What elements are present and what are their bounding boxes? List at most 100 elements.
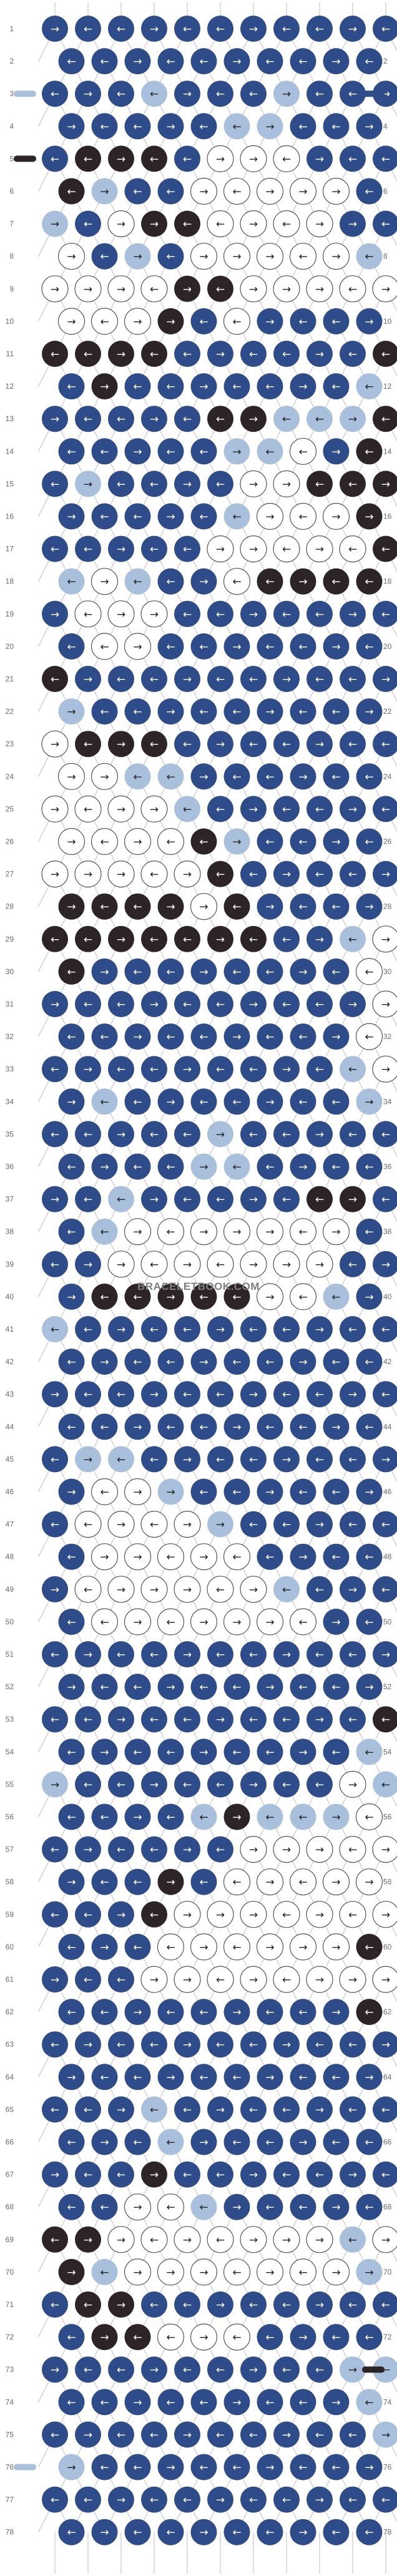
knot: ← [75,210,101,237]
arrow-right-icon: → [117,869,125,881]
row-number: 38 [383,1227,392,1236]
knot: → [190,1739,217,1765]
arrow-left-icon: ← [365,1812,373,1824]
arrow-right-icon: → [199,381,208,393]
knot: ← [75,1186,101,1212]
arrow-left-icon: ← [117,1778,125,1791]
knot: ← [108,1641,134,1667]
arrow-left-icon: ← [133,2462,142,2474]
knot: ← [207,2356,233,2383]
arrow-right-icon: → [365,511,373,524]
knot: ← [373,2356,397,2383]
arrow-left-icon: ← [133,1681,142,1694]
knot: ← [91,1413,118,1440]
arrow-right-icon: → [100,381,109,393]
knot: → [340,600,366,627]
knot: → [174,1511,201,1538]
arrow-left-icon: ← [133,576,142,588]
knot: ← [373,16,397,42]
arrow-left-icon: ← [67,56,76,68]
knot: ← [124,698,151,725]
arrow-right-icon: → [282,1453,291,1466]
arrow-left-icon: ← [348,738,357,751]
arrow-left-icon: ← [249,348,258,361]
arrow-left-icon: ← [298,316,307,328]
arrow-left-icon: ← [100,1421,109,1433]
arrow-right-icon: → [331,1031,340,1043]
knot: → [75,1056,101,1083]
arrow-left-icon: ← [298,836,307,849]
knot: → [75,1641,101,1667]
knot: ← [356,373,383,400]
arrow-left-icon: ← [348,348,357,361]
arrow-left-icon: ← [150,544,159,556]
knot: ← [223,1478,250,1505]
knot: ← [157,178,184,205]
arrow-right-icon: → [249,2169,258,2182]
knot: ← [356,48,383,75]
knot: ← [290,2064,316,2091]
arrow-left-icon: ← [365,1941,373,1954]
row-number: 44 [383,1422,392,1431]
knot: → [174,666,200,692]
knot: ← [58,48,85,75]
arrow-right-icon: → [150,218,159,231]
knot: ← [75,1966,101,1993]
arrow-left-icon: ← [183,23,192,36]
row-number: 37 [6,1195,14,1204]
arrow-right-icon: → [117,218,125,231]
knot: ← [356,1413,383,1440]
knot: ← [340,925,366,952]
knot: ← [240,1641,267,1667]
knot: ← [42,2096,68,2123]
knot: → [240,991,267,1017]
arrow-right-icon: → [315,2234,324,2247]
arrow-left-icon: ← [348,1259,357,1271]
knot: ← [290,48,316,75]
arrow-left-icon: ← [232,316,241,328]
arrow-left-icon: ← [67,1226,76,1239]
row-number: 31 [6,1000,14,1008]
arrow-right-icon: → [117,2299,125,2311]
row-number: 30 [6,967,14,976]
arrow-left-icon: ← [183,544,192,556]
arrow-left-icon: ← [133,2331,142,2344]
arrow-right-icon: → [84,1063,92,1076]
knot: → [257,2064,283,2091]
knot: ← [356,1608,383,1635]
arrow-left-icon: ← [166,641,175,653]
knot: → [124,1999,151,2026]
knot: ← [356,828,383,855]
knot: → [373,80,397,107]
knot: → [174,860,201,888]
knot: ← [141,1056,167,1083]
row-number: 58 [383,1878,392,1886]
arrow-left-icon: ← [150,478,159,490]
arrow-right-icon: → [232,836,241,849]
knot: → [356,2454,383,2481]
arrow-right-icon: → [67,1291,76,1304]
arrow-left-icon: ← [282,2364,291,2376]
knot: → [240,1836,267,1863]
knot: ← [190,1413,217,1440]
arrow-left-icon: ← [133,966,142,978]
knot: ← [223,1283,250,1310]
arrow-left-icon: ← [348,88,357,100]
knot: → [273,275,300,303]
knot: ← [207,991,233,1017]
knot: → [290,373,316,400]
arrow-right-icon: → [282,2429,291,2441]
arrow-right-icon: → [282,88,291,100]
knot: → [107,795,135,823]
arrow-left-icon: ← [331,1486,340,1499]
knot: ← [257,373,283,400]
arrow-right-icon: → [133,1226,142,1239]
knot: → [108,1901,134,1928]
knot: → [356,1283,383,1310]
knot: ← [74,1576,102,1603]
knot: ← [223,2323,251,2351]
arrow-right-icon: → [315,348,324,361]
row-number: 46 [6,1488,14,1496]
arrow-right-icon: → [381,2039,390,2051]
knot: ← [190,48,217,75]
